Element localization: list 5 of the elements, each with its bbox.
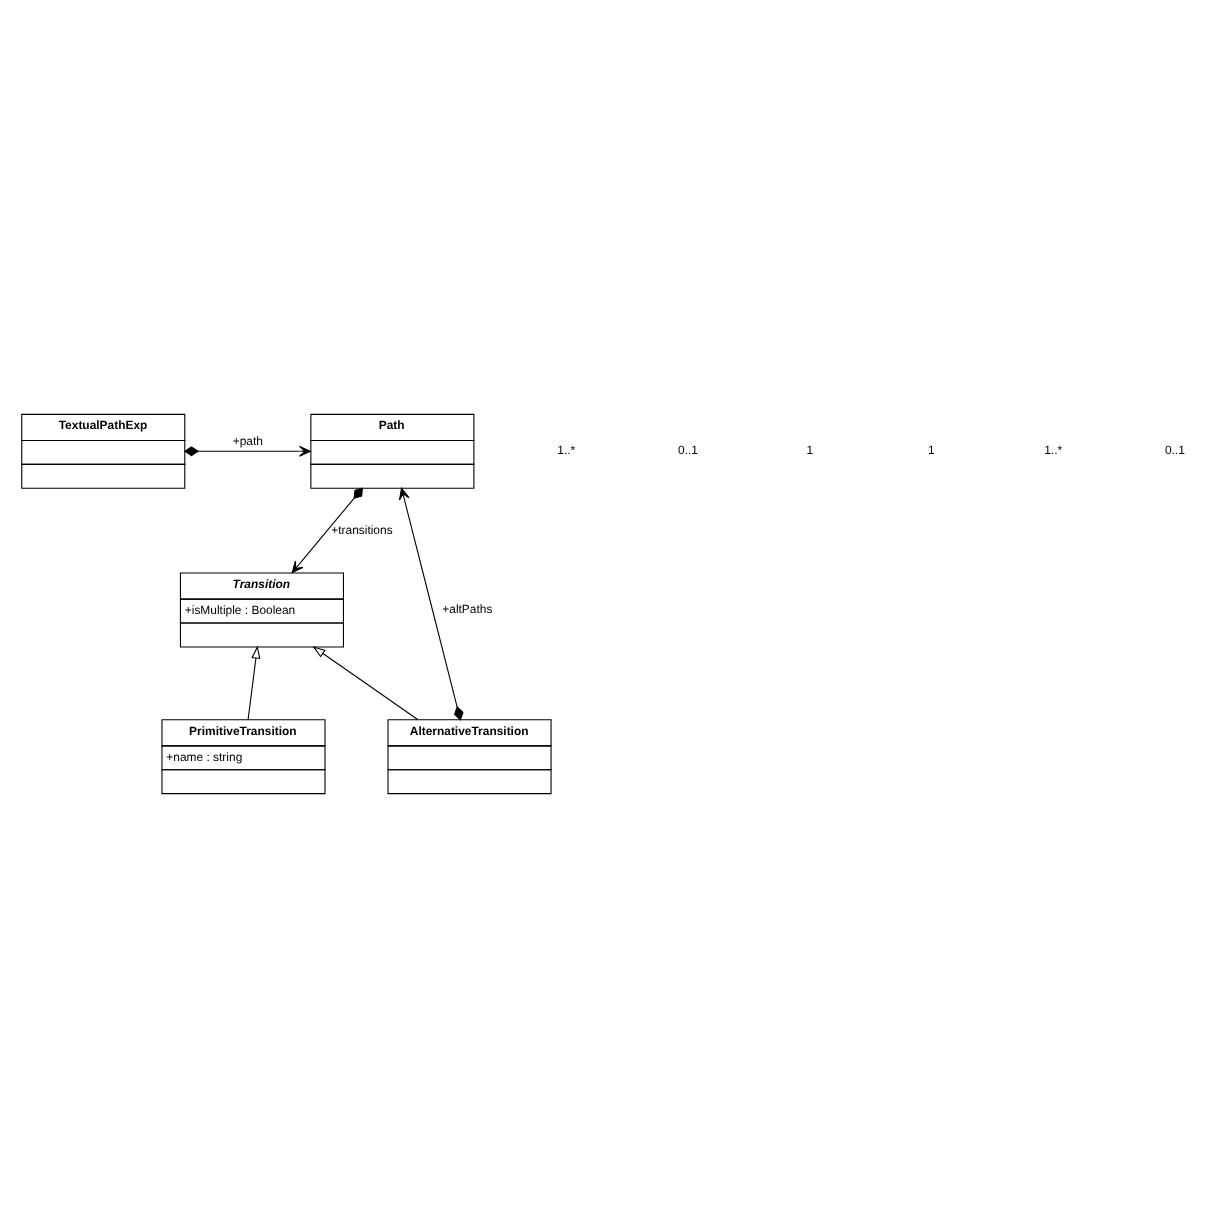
arrow — [398, 486, 464, 720]
arrow — [183, 444, 311, 456]
arrow — [247, 644, 261, 719]
arrow — [312, 645, 419, 720]
arrow — [291, 486, 364, 573]
